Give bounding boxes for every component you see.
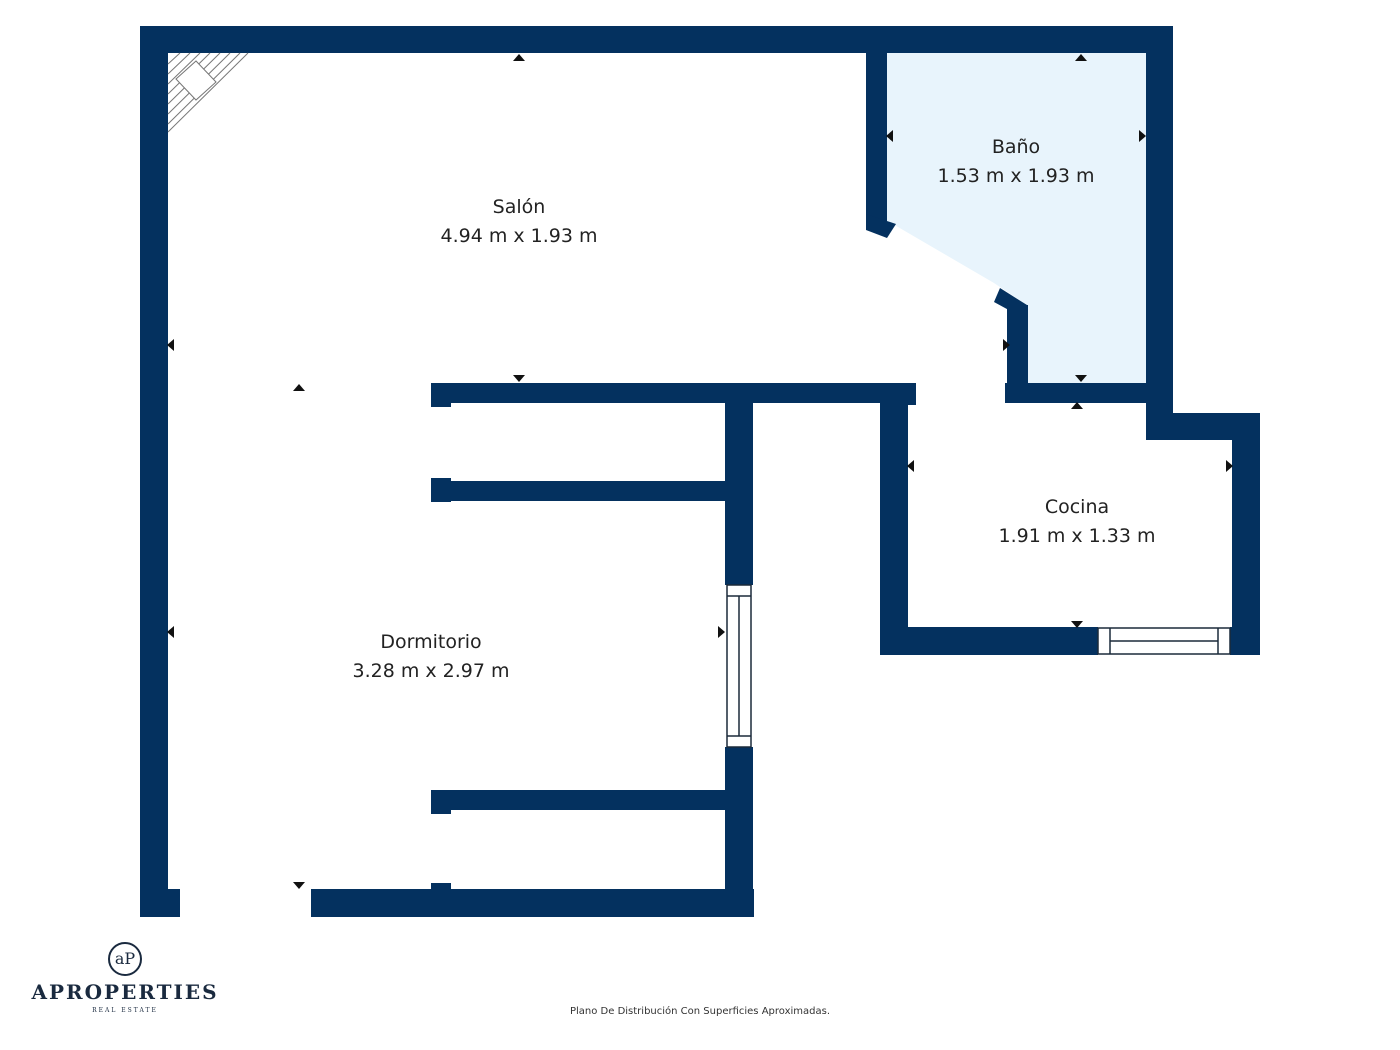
- dimension-arrows: [167, 54, 1233, 889]
- walls: [140, 26, 1260, 917]
- room-name: Cocina: [1045, 496, 1109, 518]
- room-bano: Baño 1.53 m x 1.93 m: [937, 136, 1094, 187]
- logo-name: APROPERTIES: [31, 980, 219, 1004]
- room-name: Baño: [992, 136, 1040, 158]
- corner-hatch: [167, 52, 249, 133]
- room-cocina: Cocina 1.91 m x 1.33 m: [998, 496, 1155, 547]
- room-salon: Salón 4.94 m x 1.93 m: [440, 196, 597, 247]
- room-dormitorio: Dormitorio 3.28 m x 2.97 m: [352, 631, 509, 682]
- room-dimensions: 1.53 m x 1.93 m: [937, 165, 1094, 187]
- room-dimensions: 3.28 m x 2.97 m: [352, 660, 509, 682]
- logo-subtitle: REAL ESTATE: [92, 1007, 158, 1014]
- window-dormitorio: [726, 584, 752, 748]
- window-cocina: [1097, 627, 1231, 655]
- logo-mark-icon: aP: [108, 942, 142, 976]
- room-name: Dormitorio: [380, 631, 481, 653]
- room-name: Salón: [493, 196, 546, 218]
- room-dimensions: 4.94 m x 1.93 m: [440, 225, 597, 247]
- footnote: Plano De Distribución Con Superficies Ap…: [569, 1006, 831, 1017]
- company-logo: aP APROPERTIES REAL ESTATE: [30, 942, 220, 1014]
- room-dimensions: 1.91 m x 1.33 m: [998, 525, 1155, 547]
- bathroom-floor: [886, 52, 1146, 383]
